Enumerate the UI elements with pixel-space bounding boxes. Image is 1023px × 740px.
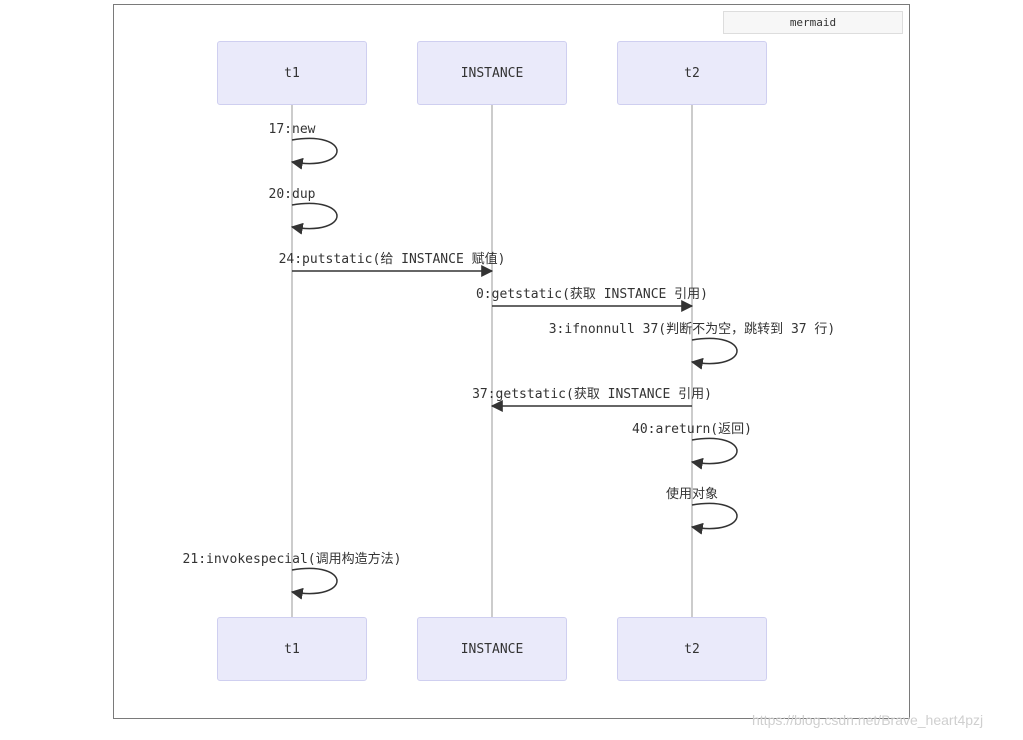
self-message-arrow bbox=[290, 137, 338, 170]
message-8: 使用对象 bbox=[666, 486, 738, 535]
message-7: 40:areturn(返回) bbox=[632, 422, 752, 470]
message-label: 21:invokespecial(调用构造方法) bbox=[183, 551, 402, 567]
self-message-arrow bbox=[690, 437, 738, 470]
watermark: https://blog.csdn.net/Brave_heart4pzj bbox=[752, 712, 984, 728]
self-message-arrow bbox=[690, 337, 738, 370]
message-label: 37:getstatic(获取 INSTANCE 引用) bbox=[472, 387, 712, 402]
message-label: 3:ifnonnull 37(判断不为空，跳转到 37 行) bbox=[549, 322, 836, 337]
message-1: 17:new bbox=[269, 122, 338, 170]
self-message-arrow bbox=[690, 502, 738, 535]
actor-t2-top: t2 bbox=[617, 41, 767, 105]
self-message-arrow bbox=[290, 202, 338, 235]
message-4: 0:getstatic(获取 INSTANCE 引用) bbox=[476, 287, 708, 312]
actor-instance-bottom: INSTANCE bbox=[417, 617, 567, 681]
actor-t1-top: t1 bbox=[217, 41, 367, 105]
actor-t1-bottom: t1 bbox=[217, 617, 367, 681]
message-label: 0:getstatic(获取 INSTANCE 引用) bbox=[476, 287, 708, 302]
message-2: 20:dup bbox=[269, 187, 338, 235]
actor-instance-top: INSTANCE bbox=[417, 41, 567, 105]
message-3: 24:putstatic(给 INSTANCE 赋值) bbox=[279, 251, 506, 277]
actor-t2-bottom: t2 bbox=[617, 617, 767, 681]
message-label: 20:dup bbox=[269, 187, 316, 202]
message-label: 40:areturn(返回) bbox=[632, 422, 752, 437]
mermaid-tag: mermaid bbox=[723, 11, 903, 34]
message-6: 37:getstatic(获取 INSTANCE 引用) bbox=[472, 387, 712, 412]
message-label: 使用对象 bbox=[666, 486, 718, 502]
self-message-arrow bbox=[290, 567, 338, 600]
message-label: 24:putstatic(给 INSTANCE 赋值) bbox=[279, 251, 506, 267]
message-label: 17:new bbox=[269, 122, 316, 137]
message-5: 3:ifnonnull 37(判断不为空，跳转到 37 行) bbox=[549, 322, 836, 370]
message-9: 21:invokespecial(调用构造方法) bbox=[183, 551, 402, 600]
diagram-frame bbox=[113, 4, 910, 719]
